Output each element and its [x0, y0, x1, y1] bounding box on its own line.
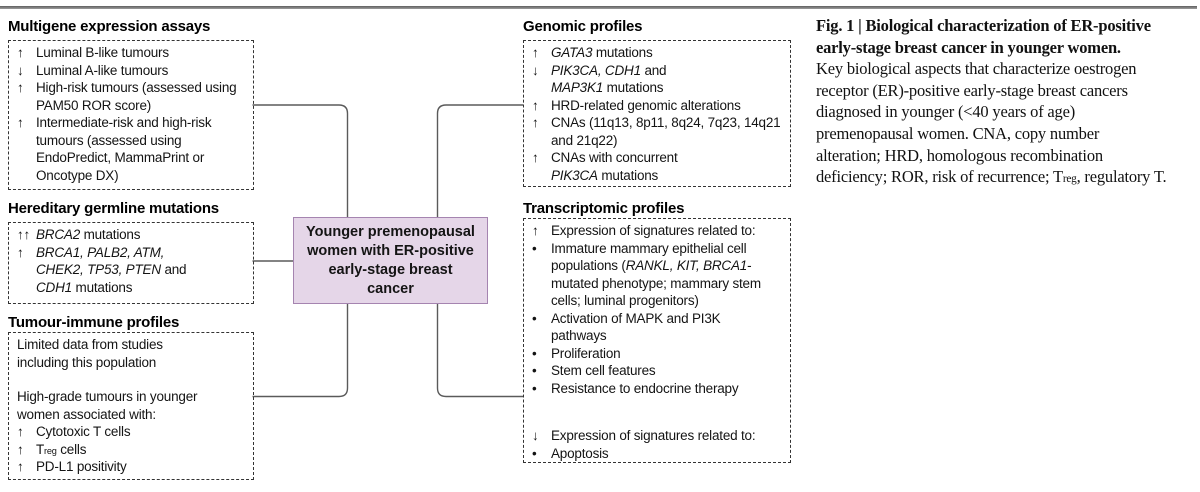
panel-title-tumour-immune: Tumour-immune profiles	[8, 314, 180, 331]
list-item: ↑ GATA3 mutations	[532, 44, 785, 62]
list-item: ↑ Treg cells	[17, 441, 248, 459]
list-item-text: Expression of signatures related to:	[551, 223, 756, 238]
list-item: ↑↑ BRCA2 mutations	[17, 226, 248, 244]
bullet-marker: •	[532, 363, 537, 378]
panel-transcriptomic: ↑ Expression of signatures related to: • Im…	[523, 218, 791, 463]
list-item: ↑ BRCA1, PALB2, ATM,CHEK2, TP53, PTEN and…	[17, 244, 248, 297]
list-item-text: Treg cells	[36, 441, 87, 457]
connector-tumour-immune-to-center	[252, 304, 349, 398]
list-item: ↑ Luminal B-like tumours	[17, 44, 248, 62]
top-rule	[0, 6, 1197, 9]
list-item: ↑ Cytotoxic T cells	[17, 423, 248, 441]
up-arrow-marker: ↑	[17, 115, 24, 130]
panel-title-genomic: Genomic profiles	[523, 18, 643, 35]
bullet-marker: •	[532, 310, 537, 326]
figure-caption: Fig. 1 | Biological characterization of …	[816, 16, 1167, 187]
bullet-marker: •	[532, 380, 537, 396]
list-item: ↑ Expression of signatures related to:	[532, 222, 785, 240]
list-item-text: Luminal A-like tumours	[36, 62, 169, 78]
up-arrow-marker: ↑	[17, 244, 24, 260]
connector-center-to-transcriptomic	[436, 304, 523, 398]
up-arrow-marker: ↑	[17, 45, 24, 60]
list-item: • Stem cell features	[532, 362, 785, 380]
up-arrow-marker: ↑	[532, 223, 539, 238]
up-arrow-marker: ↑	[532, 150, 539, 165]
list-item: ↑ PD-L1 positivity	[17, 458, 248, 476]
up-arrow-marker: ↑	[17, 80, 24, 95]
up-arrow-marker: ↑	[17, 459, 24, 474]
bullet-marker: •	[532, 240, 537, 256]
connector-center-to-genomic	[436, 104, 523, 217]
down-arrow-marker: ↓	[532, 62, 539, 78]
spacer	[532, 397, 785, 427]
list-item-text: Expression of signatures related to:	[551, 428, 756, 443]
list-item: • Resistance to endocrine therapy	[532, 380, 785, 398]
list-item-text: Proliferation	[551, 345, 621, 361]
list-item-text: BRCA2 mutations	[36, 227, 141, 242]
list-item-text: Stem cell features	[551, 363, 656, 378]
spacer	[17, 371, 248, 388]
list-item: ↑ HRD-related genomic alterations	[532, 97, 785, 115]
up-arrow-marker: ↑	[17, 424, 24, 439]
list-item: • Proliferation	[532, 345, 785, 363]
list-item-text: PD-L1 positivity	[36, 459, 127, 474]
up-arrow-marker: ↑	[17, 441, 24, 457]
list-item: ↓ Expression of signatures related to:	[532, 427, 785, 445]
list-item-text: Resistance to endocrine therapy	[551, 380, 739, 396]
bullet-marker: •	[532, 345, 537, 361]
list-item: • Apoptosis	[532, 445, 785, 463]
list-item-text: Apoptosis	[551, 445, 609, 461]
up-arrow-marker: ↑	[532, 115, 539, 130]
up-arrow-marker: ↑	[532, 97, 539, 113]
up-arrow-marker: ↑	[532, 45, 539, 60]
list-item-text: GATA3 mutations	[551, 45, 653, 60]
panel-hereditary: ↑↑ BRCA2 mutations ↑ BRCA1, PALB2, ATM,CHEK…	[8, 222, 254, 304]
bullet-marker: •	[532, 445, 537, 461]
down-arrow-marker: ↓	[17, 62, 24, 78]
list-item-text: Cytotoxic T cells	[36, 424, 131, 439]
double-up-arrow-marker: ↑↑	[17, 227, 31, 242]
panel-title-transcriptomic: Transcriptomic profiles	[523, 200, 685, 217]
center-box-label: Younger premenopausal women with ER-posi…	[306, 223, 475, 297]
panel-multigene: ↑ Luminal B-like tumours ↓ Luminal A-like t…	[8, 40, 254, 190]
list-item: ↓ Luminal A-like tumours	[17, 62, 248, 80]
down-arrow-marker: ↓	[532, 428, 539, 443]
list-item-text: Luminal B-like tumours	[36, 45, 169, 60]
panel-title-hereditary: Hereditary germline mutations	[8, 200, 219, 217]
panel-title-multigene: Multigene expression assays	[8, 18, 211, 35]
center-box: Younger premenopausal women with ER-posi…	[293, 217, 488, 304]
list-item-text: HRD-related genomic alterations	[551, 97, 741, 113]
connector-multigene-to-center	[252, 104, 349, 217]
